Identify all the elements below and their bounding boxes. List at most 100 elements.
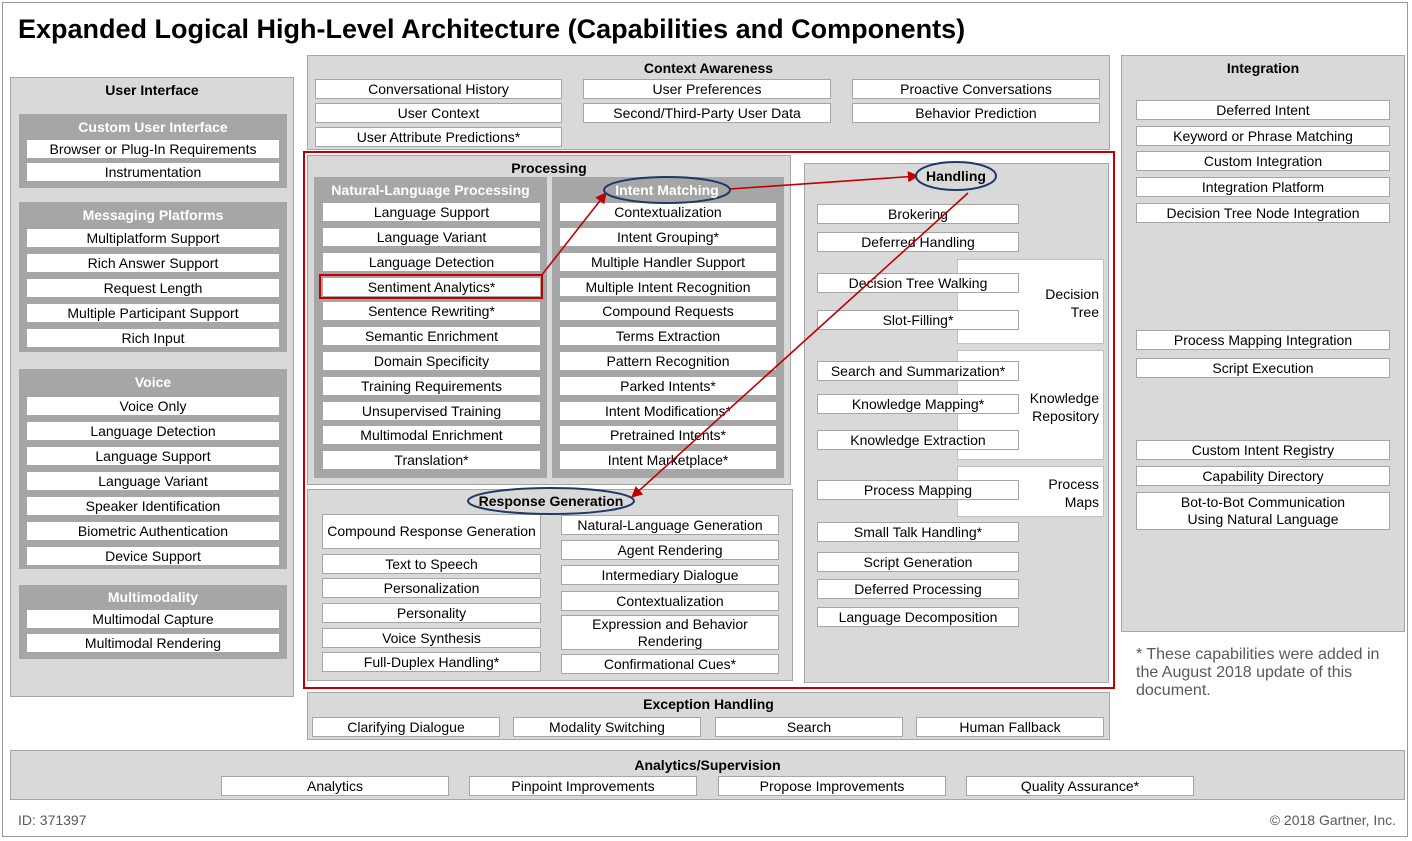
expression-behavior-rendering-item: Expression and Behavior Rendering	[561, 615, 779, 650]
rich-answer-support-item: Rich Answer Support	[26, 253, 280, 273]
human-fallback-item: Human Fallback	[916, 717, 1104, 737]
messaging-platforms-group	[19, 202, 287, 352]
voice-language-variant-item: Language Variant	[26, 471, 280, 491]
multimodality-title: Multimodality	[107, 589, 199, 605]
nlp-language-detection-item: Language Detection	[322, 252, 541, 272]
analytics-item: Analytics	[221, 776, 449, 796]
deferred-processing-item: Deferred Processing	[817, 579, 1019, 599]
integration-title: Integration	[1226, 60, 1300, 76]
decision-tree-walking-item: Decision Tree Walking	[817, 273, 1019, 293]
sentiment-analytics-highlight	[319, 274, 543, 299]
personality-item: Personality	[322, 603, 541, 623]
decision-tree-label: Decision Tree	[1045, 286, 1099, 320]
intermediary-dialogue-item: Intermediary Dialogue	[561, 565, 779, 585]
pretrained-intents-item: Pretrained Intents*	[559, 425, 777, 445]
handling-circle	[915, 161, 997, 191]
brokering-item: Brokering	[817, 204, 1019, 224]
document-id: ID: 371397	[18, 812, 87, 828]
intent-to-handling-arrow	[729, 171, 920, 190]
custom-integration-item: Custom Integration	[1136, 151, 1390, 171]
processing-highlight-frame	[303, 151, 1115, 689]
custom-ui-title: Custom User Interface	[78, 119, 228, 135]
nlp-title: Natural-Language Processing	[331, 182, 530, 198]
pinpoint-improvements-item: Pinpoint Improvements	[469, 776, 697, 796]
multimodal-rendering-item: Multimodal Rendering	[26, 633, 280, 653]
intent-matching-circle	[603, 176, 731, 204]
decision-tree-node-integration-item: Decision Tree Node Integration	[1136, 203, 1390, 223]
messaging-platforms-title: Messaging Platforms	[82, 207, 224, 223]
script-execution-item: Script Execution	[1136, 358, 1390, 378]
diagram-title: Expanded Logical High-Level Architecture…	[18, 14, 966, 44]
confirmational-cues-item: Confirmational Cues*	[561, 654, 779, 674]
instrumentation-item: Instrumentation	[26, 162, 280, 182]
response-generation-title: Response Generation	[479, 493, 624, 509]
natural-language-generation-item: Natural-Language Generation	[561, 515, 779, 535]
multiple-handler-support-item: Multiple Handler Support	[559, 252, 777, 272]
voice-language-detection-item: Language Detection	[26, 421, 280, 441]
bot-to-bot-communication-item: Bot-to-Bot Communication Using Natural L…	[1136, 492, 1390, 530]
device-support-item: Device Support	[26, 546, 280, 566]
user-preferences-item: User Preferences	[583, 79, 831, 99]
small-talk-handling-item: Small Talk Handling*	[817, 522, 1019, 542]
knowledge-repository-label: Knowledge Repository	[1029, 390, 1099, 424]
integration-platform-item: Integration Platform	[1136, 177, 1390, 197]
intent-matching-title: Intent Matching	[615, 182, 718, 198]
agent-rendering-item: Agent Rendering	[561, 540, 779, 560]
intent-grouping-item: Intent Grouping*	[559, 227, 777, 247]
sentiment-to-intent-arrow	[540, 192, 607, 277]
added-capabilities-note: * These capabilities were added in the A…	[1136, 646, 1380, 699]
full-duplex-handling-item: Full-Duplex Handling*	[322, 652, 541, 672]
exception-handling-title: Exception Handling	[643, 696, 774, 712]
intent-contextualization-item: Contextualization	[559, 202, 777, 222]
user-interface-title: User Interface	[105, 82, 199, 98]
capability-directory-item: Capability Directory	[1136, 466, 1390, 486]
search-item: Search	[715, 717, 903, 737]
handling-to-response-arrow	[631, 192, 969, 498]
processing-title: Processing	[511, 160, 587, 176]
voice-title: Voice	[134, 374, 172, 390]
semantic-enrichment-item: Semantic Enrichment	[322, 326, 541, 346]
copyright: © 2018 Gartner, Inc.	[1269, 812, 1396, 828]
response-contextualization-item: Contextualization	[561, 591, 779, 611]
knowledge-extraction-item: Knowledge Extraction	[817, 430, 1019, 450]
nlp-language-variant-item: Language Variant	[322, 227, 541, 247]
voice-synthesis-item: Voice Synthesis	[322, 628, 541, 648]
deferred-intent-item: Deferred Intent	[1136, 100, 1390, 120]
text-to-speech-item: Text to Speech	[322, 554, 541, 574]
translation-item: Translation*	[322, 450, 541, 470]
handling-title: Handling	[926, 168, 986, 184]
propose-improvements-item: Propose Improvements	[718, 776, 946, 796]
speaker-identification-item: Speaker Identification	[26, 496, 280, 516]
personalization-item: Personalization	[322, 578, 541, 598]
voice-only-item: Voice Only	[26, 396, 280, 416]
training-requirements-item: Training Requirements	[322, 376, 541, 396]
language-decomposition-item: Language Decomposition	[817, 607, 1019, 627]
process-maps-label: Process Maps	[1048, 476, 1099, 510]
rich-input-item: Rich Input	[26, 328, 280, 348]
compound-requests-item: Compound Requests	[559, 301, 777, 321]
request-length-item: Request Length	[26, 278, 280, 298]
modality-switching-item: Modality Switching	[513, 717, 701, 737]
intent-marketplace-item: Intent Marketplace*	[559, 450, 777, 470]
search-summarization-item: Search and Summarization*	[817, 361, 1019, 381]
terms-extraction-item: Terms Extraction	[559, 326, 777, 346]
custom-intent-registry-item: Custom Intent Registry	[1136, 440, 1390, 460]
slot-filling-item: Slot-Filling*	[817, 310, 1019, 330]
unsupervised-training-item: Unsupervised Training	[322, 401, 541, 421]
multimodal-enrichment-item: Multimodal Enrichment	[322, 425, 541, 445]
compound-response-generation-item: Compound Response Generation	[322, 514, 541, 549]
parked-intents-item: Parked Intents*	[559, 376, 777, 396]
second-third-party-user-data-item: Second/Third-Party User Data	[583, 103, 831, 123]
deferred-handling-item: Deferred Handling	[817, 232, 1019, 252]
process-mapping-item: Process Mapping	[817, 480, 1019, 500]
browser-plugin-requirements-item: Browser or Plug-In Requirements	[26, 139, 280, 159]
multiple-participant-support-item: Multiple Participant Support	[26, 303, 280, 323]
sentence-rewriting-item: Sentence Rewriting*	[322, 301, 541, 321]
multimodal-capture-item: Multimodal Capture	[26, 609, 280, 629]
pattern-recognition-item: Pattern Recognition	[559, 351, 777, 371]
sentiment-analytics-item: Sentiment Analytics*	[322, 277, 541, 297]
script-generation-item: Script Generation	[817, 552, 1019, 572]
proactive-conversations-item: Proactive Conversations	[852, 79, 1100, 99]
